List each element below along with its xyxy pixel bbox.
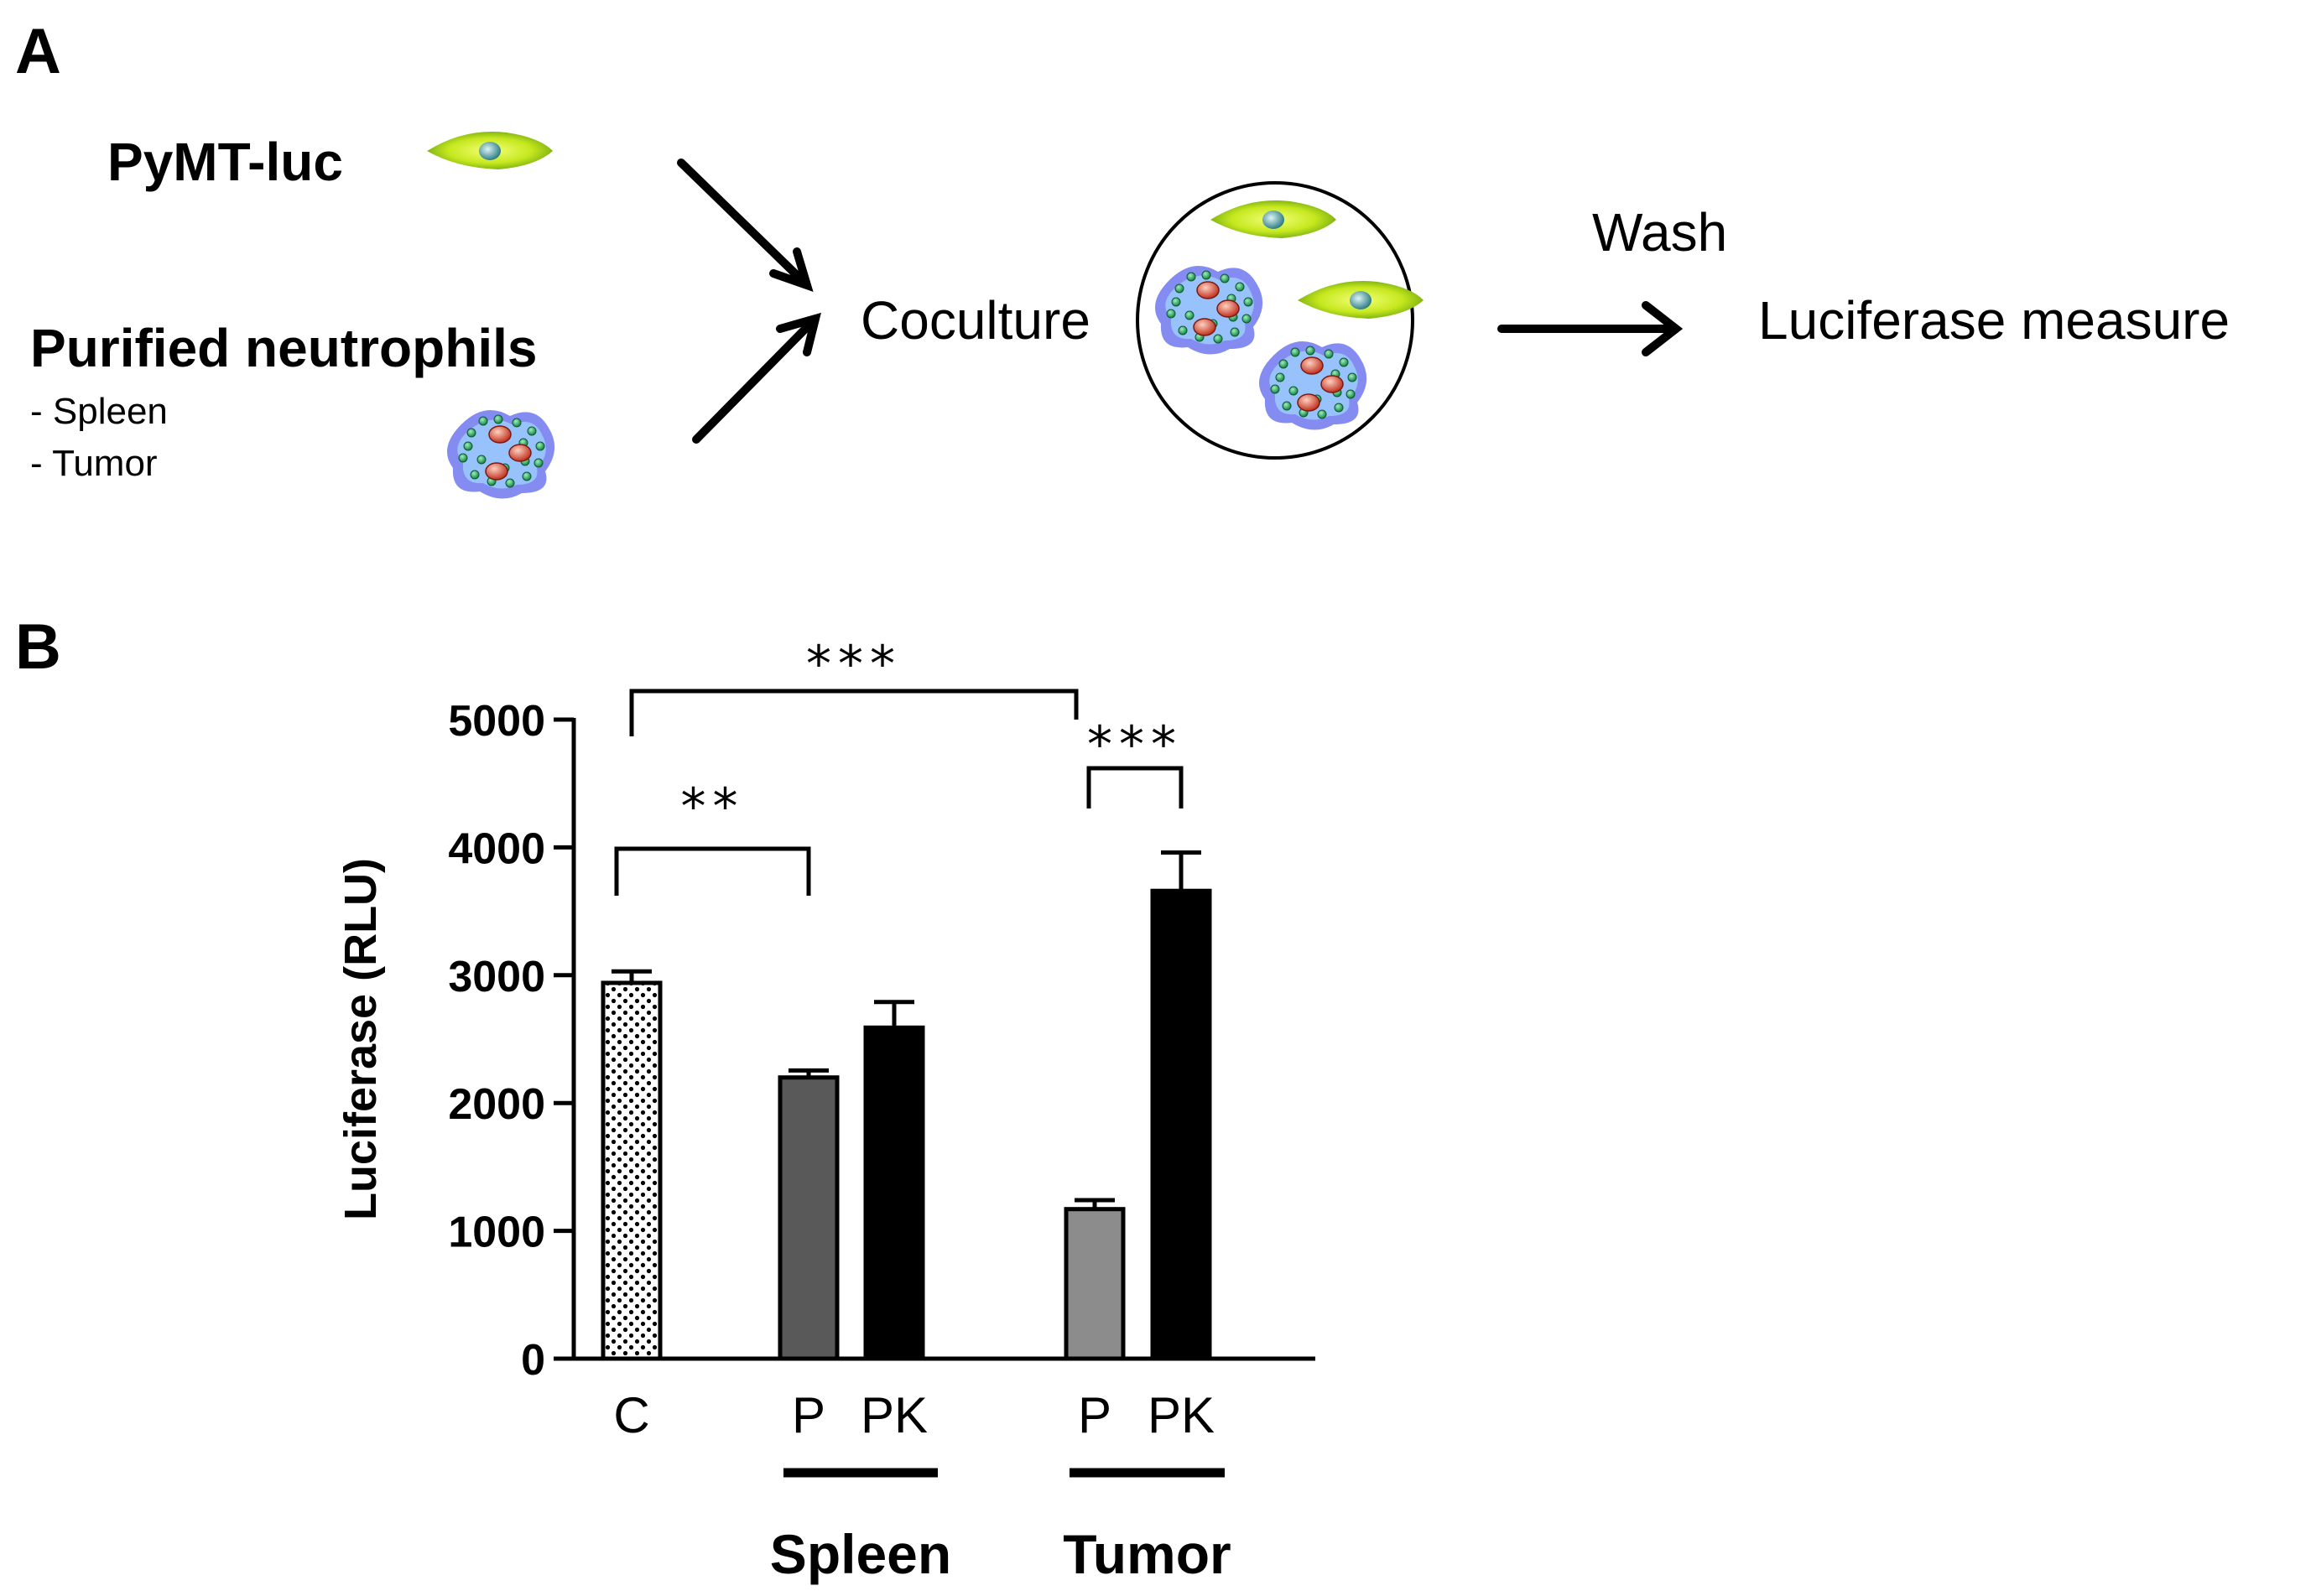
pymt-luc-label: PyMT-luc	[107, 132, 343, 192]
y-tick-label: 4000	[448, 824, 545, 873]
significance-bracket	[629, 689, 1079, 736]
y-tick-label: 1000	[448, 1209, 545, 1257]
y-tick-label: 0	[521, 1336, 545, 1385]
merge-arrows	[677, 159, 821, 444]
source-tumor-label: - Tumor	[30, 443, 158, 484]
significance-bracket	[614, 846, 811, 896]
group-label: Spleen	[770, 1523, 951, 1585]
bar	[1064, 1207, 1126, 1361]
group-label: Tumor	[1063, 1523, 1231, 1585]
significance-bracket	[1086, 766, 1184, 808]
wash-arrow	[1497, 301, 1684, 356]
significance-label: ***	[1087, 715, 1183, 774]
category-label: PK	[861, 1387, 928, 1443]
y-tick-label: 3000	[448, 953, 545, 1001]
y-tick-label: 2000	[448, 1080, 545, 1129]
source-spleen-label: - Spleen	[30, 391, 168, 432]
category-label: P	[792, 1387, 825, 1443]
category-label: PK	[1148, 1387, 1215, 1443]
schematic-diagram	[427, 131, 1684, 500]
bar	[601, 980, 663, 1361]
bar	[1150, 888, 1212, 1361]
y-tick-label: 5000	[448, 697, 545, 746]
wash-label: Wash	[1592, 202, 1728, 263]
category-label: C	[613, 1387, 649, 1443]
panel-a-letter: A	[15, 16, 61, 87]
coculture-label: Coculture	[861, 290, 1090, 351]
luciferase-measure-label: Luciferase measure	[1758, 290, 2230, 351]
significance-label: ***	[806, 635, 902, 694]
panel-b-letter: B	[15, 611, 61, 683]
y-axis-label: Luciferase (RLU)	[336, 858, 386, 1220]
category-label: P	[1078, 1387, 1111, 1443]
bar	[778, 1075, 840, 1361]
bar	[863, 1025, 925, 1361]
significance-label: **	[681, 777, 745, 836]
purified-neutrophils-label: Purified neutrophils	[30, 318, 538, 378]
